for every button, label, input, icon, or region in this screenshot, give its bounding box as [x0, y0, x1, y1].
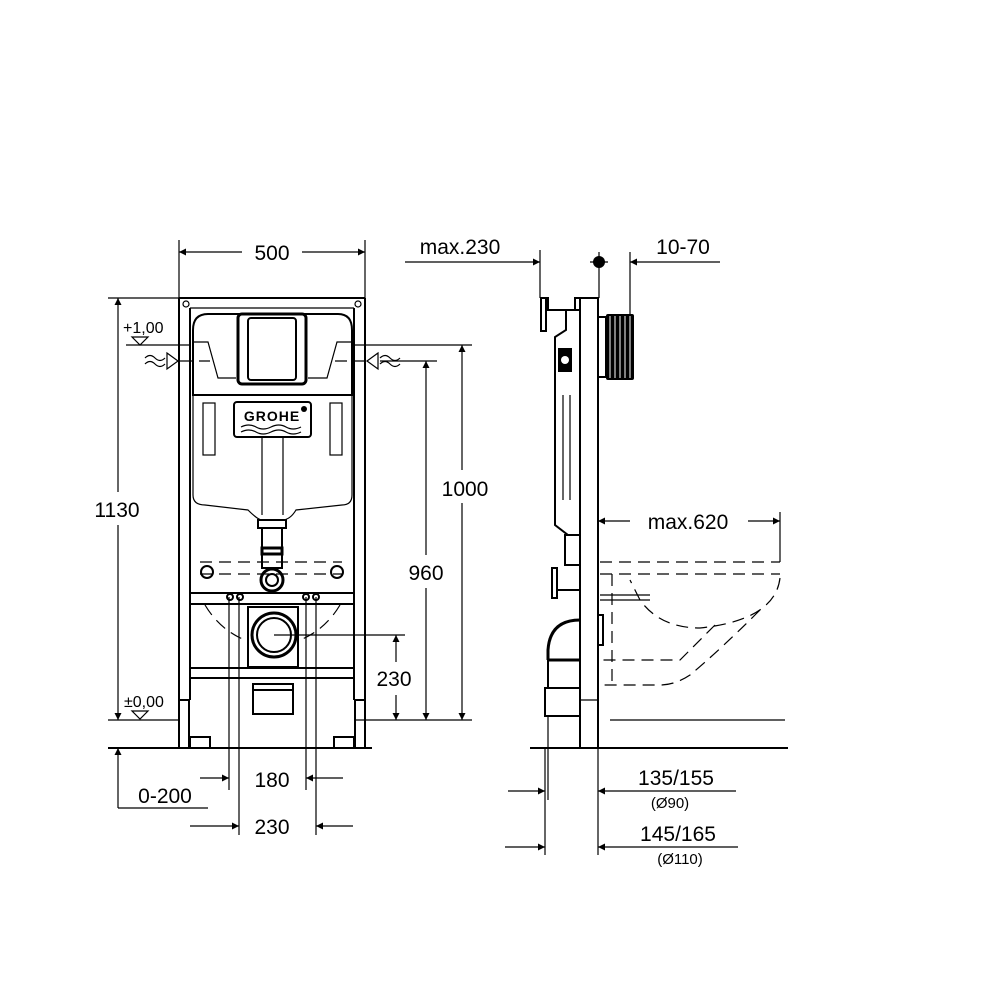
dimension-bolt-230: 230 [190, 597, 353, 839]
dimension-height-1130: 1130 [94, 297, 179, 720]
frame-outline [178, 297, 366, 749]
brand-logo: GROHE [244, 408, 300, 424]
drain-elbow [544, 614, 604, 855]
water-inlet-left [144, 351, 210, 371]
svg-text:230: 230 [254, 816, 289, 839]
frame-side-profile [579, 297, 599, 749]
cistern-side [540, 297, 581, 599]
wall-connector [597, 314, 634, 380]
dimension-drain-90: 135/155 (Ø90) [508, 748, 736, 855]
dimension-drain-height-230: 230 [274, 634, 412, 720]
dimension-floor-0-200: 0-200 [114, 748, 208, 809]
dimension-drain-110: 145/165 (Ø110) [505, 823, 738, 868]
svg-text:145/165: 145/165 [640, 823, 716, 846]
side-view: max.230 10-70 max.620 135/155 (Ø90) [405, 236, 788, 868]
wc-bowl-outline [600, 561, 781, 686]
water-inlet-right [335, 351, 401, 371]
svg-text:135/155: 135/155 [638, 767, 714, 790]
svg-text:230: 230 [376, 668, 411, 691]
svg-text:10-70: 10-70 [656, 236, 710, 259]
svg-text:+1,00: +1,00 [123, 320, 164, 337]
level-mark-floor: ±0,00 [108, 694, 179, 721]
dimension-max-620: max.620 [598, 511, 781, 562]
svg-text:180: 180 [254, 769, 289, 792]
svg-text:(Ø90): (Ø90) [651, 795, 689, 812]
dim-label-width: 500 [254, 242, 289, 265]
flush-actuator-plate [236, 312, 308, 386]
svg-text:1000: 1000 [442, 478, 489, 501]
dimension-width-500: 500 [178, 240, 366, 298]
dimension-bolt-180: 180 [200, 597, 343, 792]
svg-text:960: 960 [408, 562, 443, 585]
svg-text:±0,00: ±0,00 [124, 694, 164, 711]
svg-text:max.230: max.230 [420, 236, 501, 259]
front-view: GROHE [94, 240, 488, 839]
dimension-10-70: 10-70 [629, 236, 720, 315]
dim-label-1130: 1130 [94, 499, 139, 522]
foot-left [189, 736, 211, 749]
svg-text:(Ø110): (Ø110) [657, 851, 703, 868]
svg-text:0-200: 0-200 [138, 785, 192, 808]
drain-connector [204, 604, 341, 715]
level-mark-top: +1,00 [123, 320, 190, 346]
foot-right [333, 736, 355, 749]
dimension-max-230: max.230 [405, 236, 541, 298]
dimension-height-960: 960 [408, 361, 444, 720]
dimension-height-1000: 1000 [442, 345, 489, 720]
cistern: GROHE [192, 312, 353, 593]
svg-text:max.620: max.620 [648, 511, 729, 534]
brand-logo-plate [233, 401, 312, 438]
